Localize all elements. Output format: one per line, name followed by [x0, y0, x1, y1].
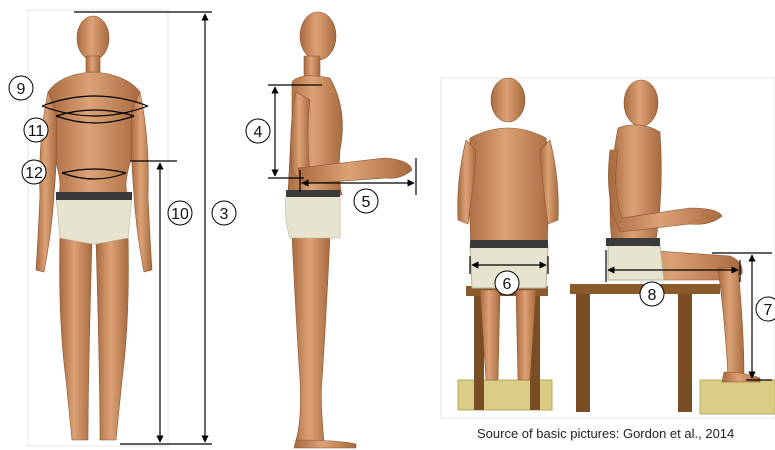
right-arm — [131, 92, 152, 272]
label-10: 10 — [168, 201, 192, 225]
label-9-text: 9 — [17, 81, 26, 98]
label-5: 5 — [354, 189, 378, 213]
label-11-text: 11 — [28, 123, 45, 140]
right-leg — [96, 235, 128, 440]
underwear — [608, 244, 664, 280]
label-12: 12 — [22, 160, 46, 184]
label-7-text: 7 — [764, 302, 773, 319]
waistband — [470, 240, 548, 248]
legs — [292, 236, 330, 442]
bench-leg-left — [576, 294, 590, 412]
waistband — [286, 190, 340, 197]
label-8: 8 — [640, 282, 664, 306]
torso — [48, 72, 140, 195]
label-11: 11 — [24, 118, 48, 142]
label-3-text: 3 — [220, 206, 229, 223]
side-standing-figure — [286, 12, 413, 448]
back — [466, 128, 552, 250]
label-4-text: 4 — [254, 124, 263, 141]
label-9: 9 — [9, 76, 33, 100]
waistband — [606, 238, 660, 246]
head — [77, 16, 109, 60]
label-6: 6 — [495, 271, 519, 295]
footrest-block-right — [700, 380, 775, 414]
head — [300, 12, 336, 60]
seated-side-figure — [570, 80, 775, 414]
label-6-text: 6 — [503, 276, 512, 293]
head — [624, 80, 658, 126]
label-5-text: 5 — [362, 194, 371, 211]
foot — [294, 440, 356, 448]
bench-leg-right — [678, 294, 692, 412]
head — [491, 78, 525, 122]
seated-back-figure — [458, 78, 559, 410]
label-10-text: 10 — [171, 206, 189, 223]
underwear — [56, 196, 132, 244]
label-12-text: 12 — [25, 165, 43, 182]
label-3: 3 — [212, 201, 236, 225]
label-4: 4 — [246, 119, 270, 143]
neck — [86, 56, 100, 72]
calf — [718, 268, 744, 378]
waistband — [56, 192, 132, 200]
front-standing-figure — [36, 16, 152, 440]
label-8-text: 8 — [648, 287, 657, 304]
label-7: 7 — [756, 297, 775, 321]
left-leg — [60, 235, 92, 440]
source-caption: Source of basic pictures: Gordon et al.,… — [477, 426, 734, 441]
underwear — [286, 196, 341, 238]
